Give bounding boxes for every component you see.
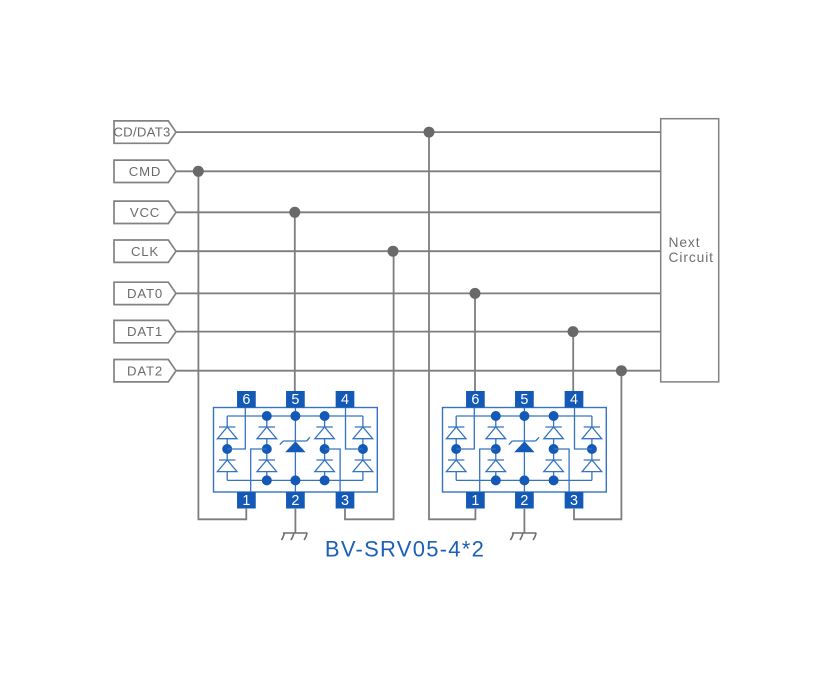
- svg-text:DAT0: DAT0: [127, 286, 163, 301]
- svg-text:CD/DAT3: CD/DAT3: [113, 125, 170, 140]
- svg-text:Circuit: Circuit: [669, 250, 714, 265]
- svg-text:DAT1: DAT1: [127, 324, 163, 339]
- svg-text:CLK: CLK: [131, 244, 159, 259]
- svg-text:DAT2: DAT2: [127, 363, 163, 378]
- svg-text:CMD: CMD: [129, 164, 161, 179]
- svg-text:Next: Next: [669, 235, 701, 250]
- svg-text:VCC: VCC: [130, 205, 160, 220]
- svg-text:BV-SRV05-4*2: BV-SRV05-4*2: [325, 536, 485, 561]
